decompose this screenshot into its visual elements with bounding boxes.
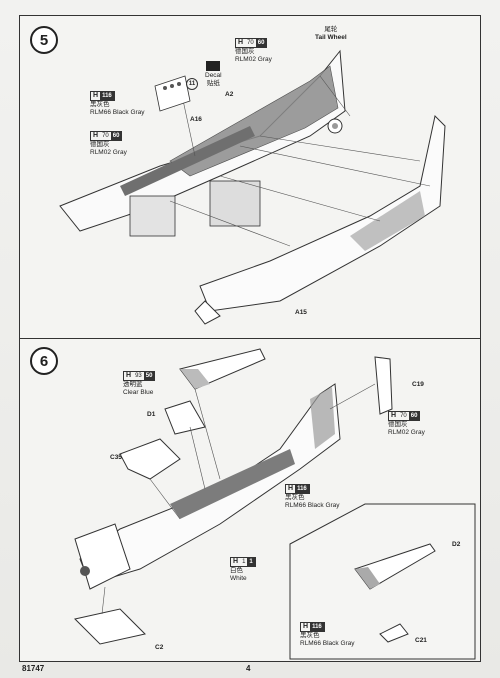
part-c19: C19 bbox=[412, 381, 424, 388]
decal-number: 11 bbox=[186, 78, 198, 90]
step5-drawing bbox=[59, 49, 446, 325]
part-a15: A15 bbox=[295, 309, 307, 316]
part-c2: C2 bbox=[155, 644, 164, 651]
part-c35: C35 bbox=[110, 454, 122, 461]
product-code: 81747 bbox=[22, 664, 45, 673]
part-c21: C21 bbox=[415, 637, 427, 644]
decal-icon bbox=[206, 61, 221, 71]
part-a16: A16 bbox=[190, 116, 202, 123]
part-a2: A2 bbox=[225, 91, 234, 98]
part-d2: D2 bbox=[452, 541, 461, 548]
step6-drawing bbox=[74, 348, 476, 660]
step5-decal-label: Decal 贴纸 bbox=[205, 61, 222, 88]
step6-badge: 6 bbox=[30, 347, 58, 375]
page-number: 4 bbox=[246, 664, 251, 673]
part-d1: D1 bbox=[147, 411, 156, 418]
step5-tail-wheel-label: 尾轮 Tail Wheel bbox=[315, 26, 347, 41]
step5-badge: 5 bbox=[30, 26, 58, 54]
